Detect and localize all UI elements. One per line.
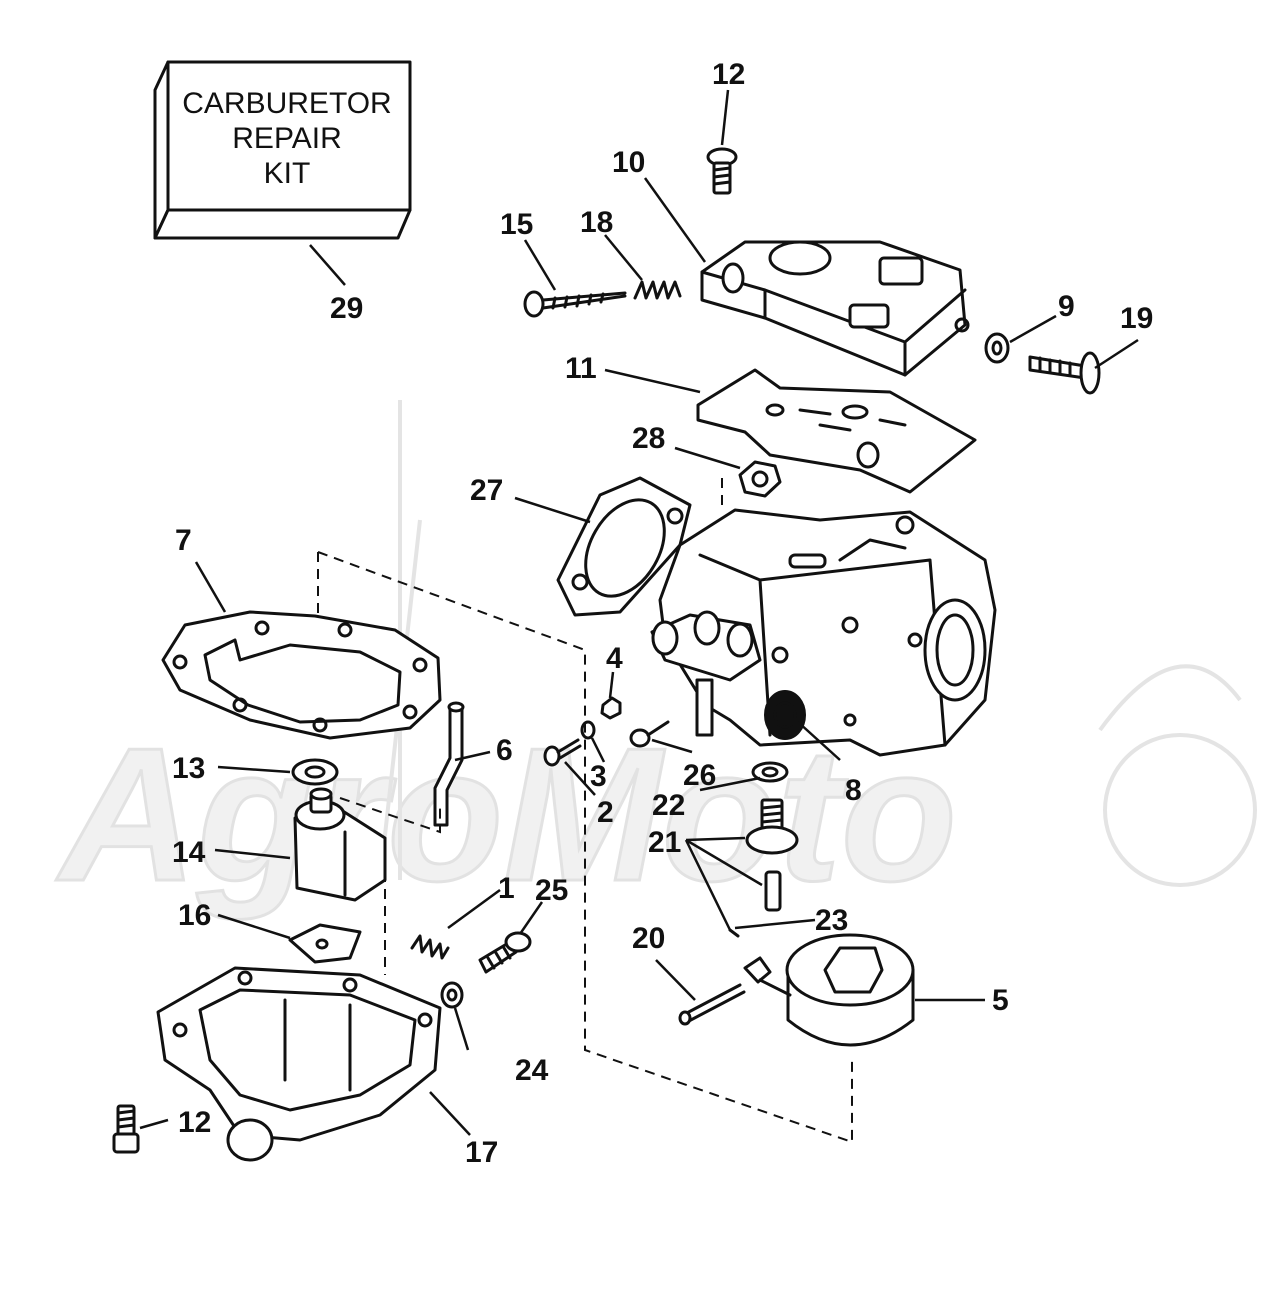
callout-5: 5 bbox=[992, 984, 1009, 1017]
part-16-gasket bbox=[288, 923, 362, 964]
part-22-washer bbox=[751, 761, 789, 783]
part-25-screw bbox=[478, 931, 532, 974]
callout-27: 27 bbox=[470, 474, 503, 507]
part-4-nut bbox=[600, 696, 622, 720]
callout-4: 4 bbox=[606, 642, 623, 675]
callout-7: 7 bbox=[175, 524, 192, 557]
callout-3: 3 bbox=[590, 760, 607, 793]
callout-1: 1 bbox=[498, 872, 515, 905]
callout-19: 19 bbox=[1120, 302, 1153, 335]
repair-kit-box: CARBURETOR REPAIR KIT bbox=[153, 60, 412, 240]
carburetor-body bbox=[650, 508, 997, 757]
part-18-spring bbox=[633, 280, 682, 300]
callout-2: 2 bbox=[597, 796, 614, 829]
callout-20: 20 bbox=[632, 922, 665, 955]
part-17-float-bowl bbox=[156, 966, 442, 1162]
part-2-screw bbox=[543, 738, 582, 767]
part-21-needle-seat bbox=[728, 798, 799, 938]
part-24-washer bbox=[440, 981, 464, 1009]
callout-10: 10 bbox=[612, 146, 645, 179]
callout-21: 21 bbox=[648, 826, 681, 859]
callout-17: 17 bbox=[465, 1136, 498, 1169]
callout-15: 15 bbox=[500, 208, 533, 241]
callout-24: 24 bbox=[515, 1054, 549, 1087]
callout-numbers: 12 10 15 18 9 19 29 11 28 27 7 4 6 13 3 … bbox=[172, 58, 1153, 1169]
part-3-washer bbox=[580, 720, 596, 740]
part-27-gasket bbox=[556, 476, 692, 617]
part-19-screw bbox=[1028, 351, 1101, 395]
part-26-needle bbox=[629, 720, 670, 748]
callout-26: 26 bbox=[683, 759, 716, 792]
part-7-gasket bbox=[161, 610, 442, 740]
callout-8: 8 bbox=[845, 774, 862, 807]
callout-28: 28 bbox=[632, 422, 665, 455]
callout-25: 25 bbox=[535, 874, 568, 907]
part-14-float bbox=[293, 787, 387, 902]
callout-18: 18 bbox=[580, 206, 613, 239]
callout-23: 23 bbox=[815, 904, 848, 937]
part-11-gasket bbox=[696, 368, 977, 494]
part-9-washer bbox=[984, 332, 1010, 364]
callout-11: 11 bbox=[565, 352, 597, 385]
part-12-bottom-screw bbox=[112, 1104, 140, 1154]
callout-12-bottom: 12 bbox=[178, 1106, 211, 1139]
kit-line-2: REPAIR bbox=[232, 122, 341, 155]
callout-13: 13 bbox=[172, 752, 205, 785]
part-15-screw bbox=[523, 290, 627, 318]
callout-22: 22 bbox=[652, 789, 685, 822]
kit-line-1: CARBURETOR bbox=[182, 87, 391, 120]
callout-6: 6 bbox=[496, 734, 513, 767]
callout-14: 14 bbox=[172, 836, 206, 869]
part-1-spring bbox=[410, 934, 450, 960]
callout-16: 16 bbox=[178, 899, 211, 932]
kit-line-3: KIT bbox=[264, 157, 311, 190]
callout-9: 9 bbox=[1058, 290, 1075, 323]
part-12-top-screw bbox=[706, 147, 738, 195]
part-20-pin bbox=[678, 983, 746, 1026]
callout-29: 29 bbox=[330, 292, 363, 325]
watermark-wheel-icon bbox=[1103, 733, 1257, 887]
assembly-dash-lines bbox=[317, 478, 853, 1144]
part-10-cover bbox=[700, 240, 970, 377]
leader-lines bbox=[139, 89, 1139, 1136]
callout-12-top: 12 bbox=[712, 58, 745, 91]
part-13-washer bbox=[291, 758, 339, 786]
part-6-tube bbox=[433, 701, 465, 827]
part-5-float bbox=[743, 933, 915, 1047]
part-28-nut bbox=[738, 460, 782, 498]
